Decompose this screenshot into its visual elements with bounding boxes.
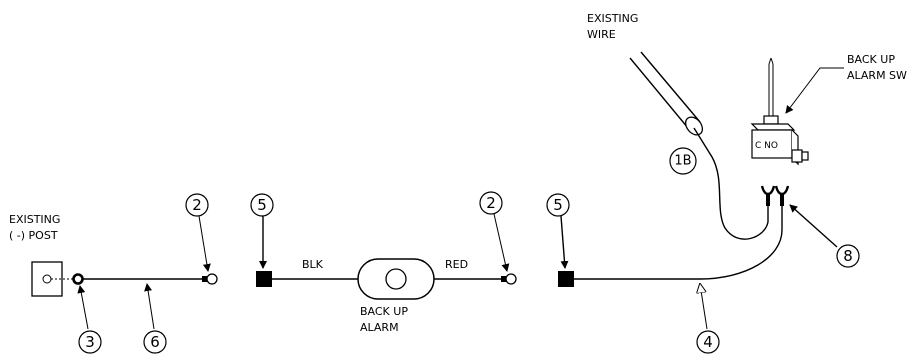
existing-post-label-line1: EXISTING [9, 213, 60, 226]
svg-text:4: 4 [703, 333, 713, 351]
svg-text:6: 6 [150, 333, 160, 351]
existing-wire: EXISTING WIRE [587, 12, 769, 240]
callout-6: 6 [143, 283, 167, 354]
switch-label-line1: BACK UP [847, 53, 895, 66]
black-lead-connector: BLK [256, 258, 368, 287]
backup-alarm-label-line1: BACK UP [360, 305, 408, 318]
svg-text:5: 5 [553, 196, 563, 214]
callout-4: 4 [697, 284, 720, 354]
callout-1b: 1B [669, 147, 697, 175]
callout-3: 3 [77, 285, 102, 354]
callout-2-right: 2 [479, 191, 510, 272]
existing-negative-post: EXISTING ( -) POST [9, 213, 84, 297]
callout-8: 8 [789, 204, 860, 268]
callout-2-left: 2 [185, 193, 211, 272]
svg-text:2: 2 [486, 194, 496, 212]
svg-text:3: 3 [85, 333, 95, 351]
ground-wire-lead [83, 273, 218, 285]
existing-wire-label-line2: WIRE [587, 28, 616, 41]
svg-text:5: 5 [257, 196, 267, 214]
switch-wire-4 [558, 205, 783, 287]
callout-5-left: 5 [250, 193, 274, 269]
fork-terminals [760, 185, 790, 206]
red-wire-label: RED [445, 258, 468, 271]
backup-alarm-switch: BACK UP ALARM SW C NO [750, 53, 907, 166]
svg-text:2: 2 [192, 196, 202, 214]
existing-wire-label-line1: EXISTING [587, 12, 638, 25]
backup-alarm: BACK UP ALARM [357, 258, 435, 334]
red-lead: RED [434, 258, 517, 285]
blk-wire-label: BLK [302, 258, 324, 271]
svg-text:1B: 1B [674, 154, 691, 169]
callout-5-right: 5 [546, 193, 570, 269]
switch-terminal-labels: C NO [755, 141, 778, 151]
switch-label-line2: ALARM SW [847, 69, 907, 82]
existing-post-label-line2: ( -) POST [9, 229, 58, 242]
backup-alarm-label-line2: ALARM [360, 321, 399, 334]
svg-text:8: 8 [843, 247, 853, 265]
